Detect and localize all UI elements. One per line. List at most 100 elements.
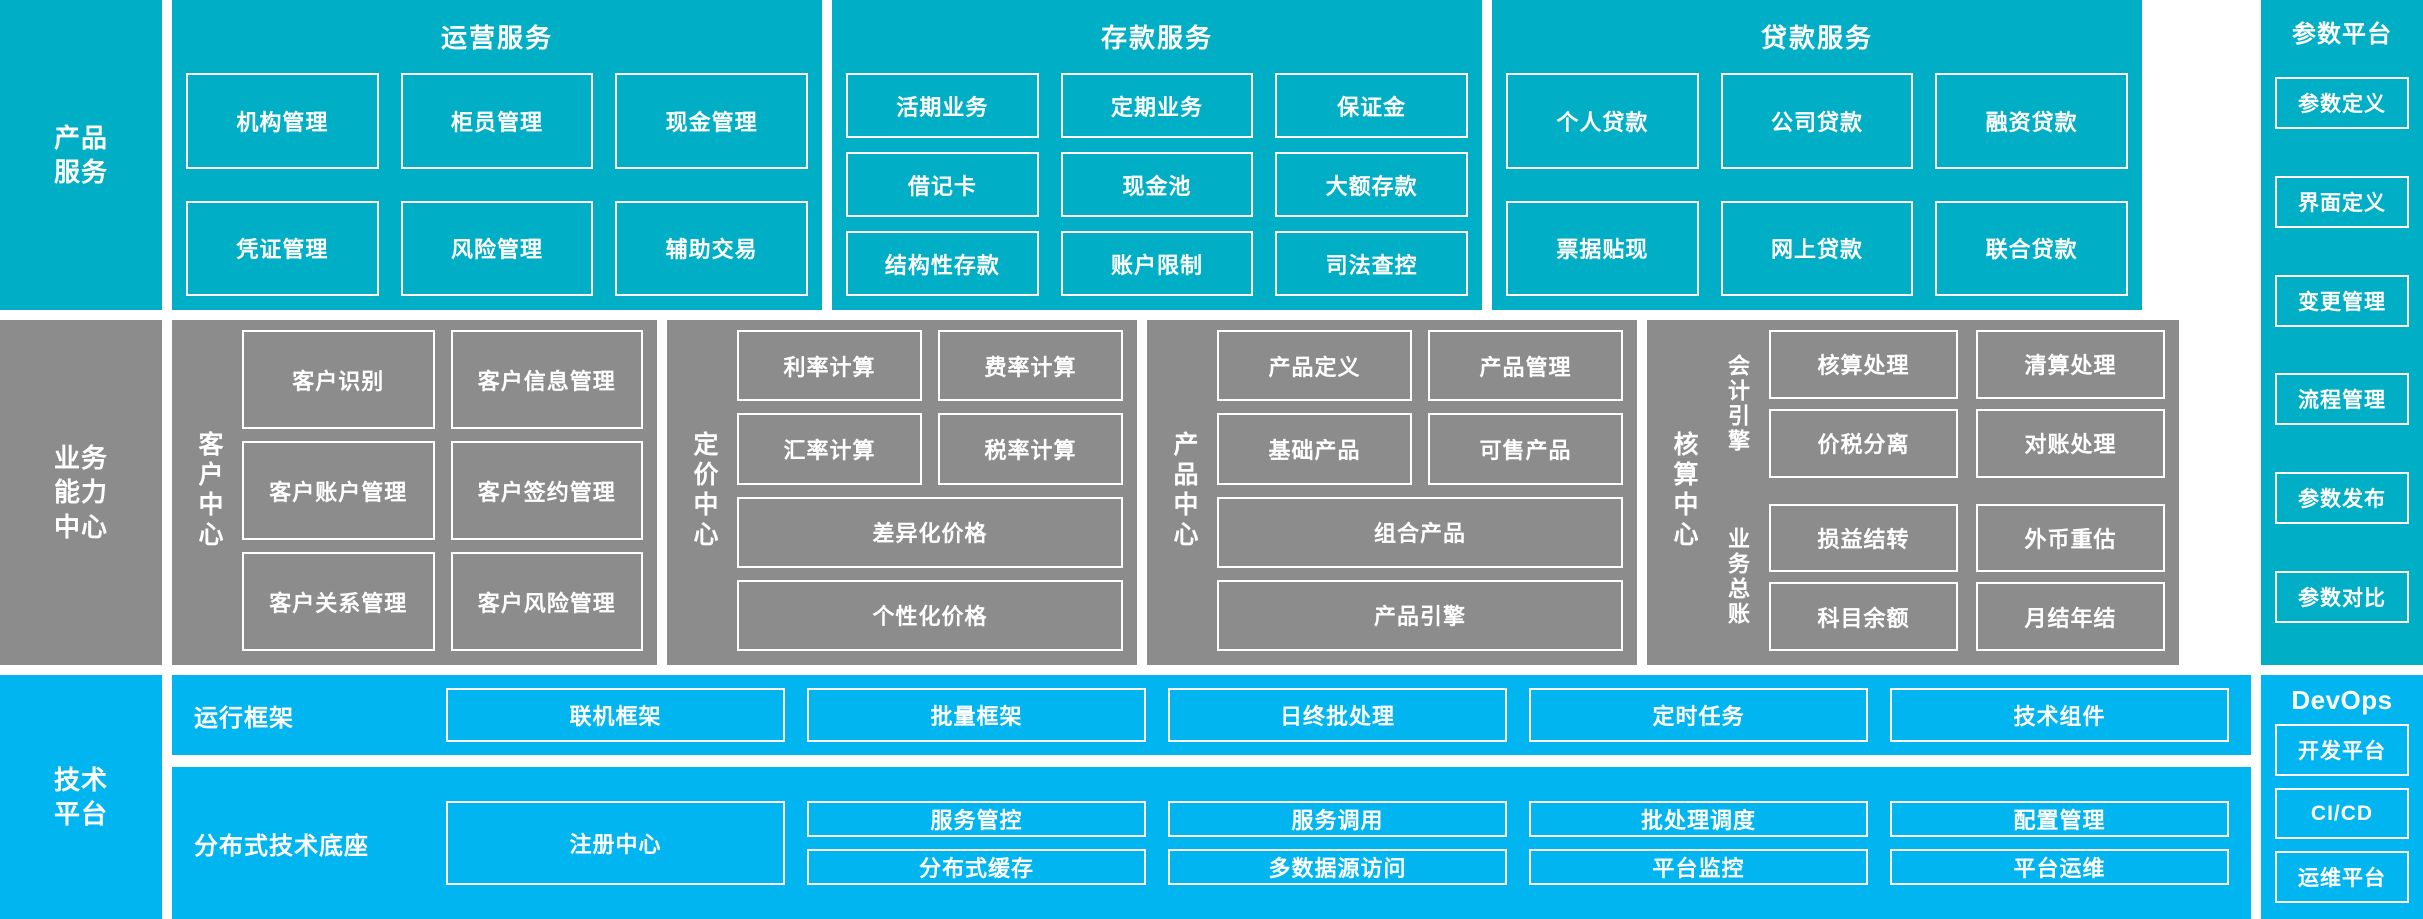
- parameter-platform-list: 参数定义 界面定义 变更管理 流程管理 参数发布 参数对比: [2275, 49, 2409, 651]
- capability-item-month-year-close[interactable]: 月结年结: [1976, 582, 2165, 651]
- service-item-account-restriction[interactable]: 账户限制: [1060, 231, 1254, 296]
- rail-product-services: 产品 服务: [0, 0, 162, 310]
- customer-row-3: 客户关系管理 客户风险管理: [242, 552, 643, 651]
- capability-item-fx-revaluation[interactable]: 外币重估: [1976, 503, 2165, 573]
- service-item-bill-discount[interactable]: 票据贴现: [1506, 200, 1699, 296]
- param-item-definition[interactable]: 参数定义: [2275, 77, 2409, 130]
- accounting-subgroup-engine: 会计引擎 核算处理 清算处理 价税分离 对账处理: [1717, 330, 2165, 478]
- tech-item-eod-batch[interactable]: 日终批处理: [1168, 688, 1507, 742]
- service-item-syndicated-loan[interactable]: 联合贷款: [1935, 200, 2128, 296]
- capability-item-fee-rate-calc[interactable]: 费率计算: [938, 330, 1123, 402]
- group-operation-services-title: 运营服务: [440, 23, 553, 53]
- rail-product-services-label: 产品 服务: [53, 122, 108, 187]
- capability-item-tax-rate-calc[interactable]: 税率计算: [938, 413, 1123, 485]
- capability-item-personalized-price[interactable]: 个性化价格: [737, 579, 1123, 651]
- capability-item-exchange-rate-calc[interactable]: 汇率计算: [737, 413, 922, 485]
- center-pricing-label: 定价中心: [690, 430, 718, 551]
- tech-item-registry-center[interactable]: 注册中心: [446, 801, 785, 885]
- capability-item-sellable-product[interactable]: 可售产品: [1428, 413, 1623, 485]
- service-item-cash-pool[interactable]: 现金池: [1060, 152, 1254, 217]
- service-item-demand-deposit[interactable]: 活期业务: [846, 73, 1039, 138]
- capability-item-interest-rate-calc[interactable]: 利率计算: [737, 330, 922, 402]
- tech-item-distributed-cache[interactable]: 分布式缓存: [807, 849, 1146, 885]
- devops-item-dev-platform[interactable]: 开发平台: [2275, 724, 2409, 776]
- registry-center-wrap: 注册中心: [446, 801, 785, 885]
- tech-item-multi-datasource[interactable]: 多数据源访问: [1168, 849, 1507, 885]
- service-item-large-deposit[interactable]: 大额存款: [1275, 152, 1468, 217]
- center-customer-label: 客户中心: [195, 430, 223, 551]
- capability-item-product-definition[interactable]: 产品定义: [1217, 330, 1412, 402]
- capability-item-settlement-process[interactable]: 清算处理: [1976, 330, 2165, 399]
- tech-item-tech-component[interactable]: 技术组件: [1890, 688, 2229, 742]
- service-item-time-deposit[interactable]: 定期业务: [1060, 73, 1254, 138]
- param-item-compare[interactable]: 参数对比: [2275, 570, 2409, 623]
- service-item-voucher-management[interactable]: 凭证管理: [186, 200, 379, 296]
- base-column-1: 服务管控 分布式缓存: [807, 801, 1146, 885]
- runtime-framework-label: 运行框架: [194, 704, 294, 732]
- accounting-subgroup-ledger: 业务总账 损益结转 外币重估 科目余额 月结年结: [1717, 503, 2165, 651]
- capability-item-customer-risk-mgmt[interactable]: 客户风险管理: [450, 552, 643, 651]
- service-item-structured-deposit[interactable]: 结构性存款: [846, 231, 1039, 296]
- capability-item-customer-identify[interactable]: 客户识别: [242, 330, 435, 429]
- service-item-risk-management[interactable]: 风险管理: [400, 200, 594, 296]
- tech-item-batch-framework[interactable]: 批量框架: [807, 688, 1146, 742]
- capability-item-reconciliation[interactable]: 对账处理: [1976, 408, 2165, 478]
- capability-item-customer-info-mgmt[interactable]: 客户信息管理: [450, 330, 643, 429]
- service-item-financing-loan[interactable]: 融资贷款: [1935, 73, 2128, 169]
- service-item-online-loan[interactable]: 网上贷款: [1720, 200, 1914, 296]
- tech-item-scheduled-task[interactable]: 定时任务: [1529, 688, 1868, 742]
- parameter-platform-title: 参数平台: [2292, 21, 2392, 48]
- tech-item-service-governance[interactable]: 服务管控: [807, 801, 1146, 837]
- service-item-corporate-loan[interactable]: 公司贷款: [1720, 73, 1914, 169]
- capability-item-customer-relation-mgmt[interactable]: 客户关系管理: [242, 552, 435, 651]
- group-loan-services: 贷款服务 个人贷款 公司贷款 融资贷款 票据贴现 网上贷款 联合贷款: [1492, 0, 2142, 310]
- devops-list: 开发平台 CI/CD 运维平台: [2275, 724, 2409, 907]
- devops-item-ops-platform[interactable]: 运维平台: [2275, 851, 2409, 904]
- param-item-change-mgmt[interactable]: 变更管理: [2275, 274, 2409, 327]
- deposit-services-grid: 活期业务 定期业务 保证金 借记卡 现金池 大额存款 结构性存款 账户限制 司法…: [846, 73, 1468, 296]
- tech-item-platform-ops[interactable]: 平台运维: [1890, 849, 2229, 885]
- capability-item-customer-account-mgmt[interactable]: 客户账户管理: [242, 441, 435, 540]
- operation-services-grid: 机构管理 柜员管理 现金管理 凭证管理 风险管理 辅助交易: [186, 73, 808, 296]
- capability-item-customer-contract-mgmt[interactable]: 客户签约管理: [450, 441, 643, 540]
- pricing-row-1: 利率计算 费率计算: [737, 330, 1123, 402]
- base-column-2: 服务调用 多数据源访问: [1168, 801, 1507, 885]
- param-item-process-mgmt[interactable]: 流程管理: [2275, 373, 2409, 426]
- business-capability-band: 业务 能力 中心 客户中心 客户识别 客户信息管理 客户账户管理 客户签约管理 …: [0, 320, 2423, 665]
- tech-item-config-management[interactable]: 配置管理: [1890, 801, 2229, 837]
- group-operation-services: 运营服务 机构管理 柜员管理 现金管理 凭证管理 风险管理 辅助交易: [172, 0, 822, 310]
- center-product-label: 产品中心: [1170, 430, 1198, 551]
- capability-item-composite-product[interactable]: 组合产品: [1217, 496, 1623, 568]
- runtime-framework-row: 运行框架 联机框架 批量框架 日终批处理 定时任务 技术组件: [172, 675, 2251, 755]
- capability-item-accounting-process[interactable]: 核算处理: [1769, 330, 1958, 399]
- center-pricing: 定价中心 利率计算 费率计算 汇率计算 税率计算 差异化价格 个性化价格: [667, 320, 1137, 665]
- capability-item-price-tax-separation[interactable]: 价税分离: [1769, 408, 1958, 478]
- pricing-row-3: 差异化价格: [737, 496, 1123, 568]
- center-customer-body: 客户识别 客户信息管理 客户账户管理 客户签约管理 客户关系管理 客户风险管理: [242, 330, 643, 651]
- service-item-auxiliary-trade[interactable]: 辅助交易: [615, 200, 808, 296]
- tech-item-online-framework[interactable]: 联机框架: [446, 688, 785, 742]
- capability-item-differential-price[interactable]: 差异化价格: [737, 496, 1123, 568]
- base-column-4: 配置管理 平台运维: [1890, 801, 2229, 885]
- tech-item-service-invocation[interactable]: 服务调用: [1168, 801, 1507, 837]
- tech-item-platform-monitor[interactable]: 平台监控: [1529, 849, 1868, 885]
- capability-item-basic-product[interactable]: 基础产品: [1217, 413, 1412, 485]
- param-item-ui-definition[interactable]: 界面定义: [2275, 175, 2409, 228]
- tech-item-batch-scheduling[interactable]: 批处理调度: [1529, 801, 1868, 837]
- service-item-margin-deposit[interactable]: 保证金: [1275, 73, 1468, 138]
- service-item-judicial-control[interactable]: 司法查控: [1275, 231, 1468, 296]
- service-item-teller-management[interactable]: 柜员管理: [400, 73, 594, 169]
- rail-business-capability: 业务 能力 中心: [0, 320, 162, 665]
- product-row-1: 产品定义 产品管理: [1217, 330, 1623, 402]
- service-item-debit-card[interactable]: 借记卡: [846, 152, 1039, 217]
- capability-item-product-management[interactable]: 产品管理: [1428, 330, 1623, 402]
- rail-business-capability-label: 业务 能力 中心: [53, 443, 108, 542]
- service-item-cash-management[interactable]: 现金管理: [615, 73, 808, 169]
- capability-item-product-engine[interactable]: 产品引擎: [1217, 579, 1623, 651]
- capability-item-pl-carryover[interactable]: 损益结转: [1769, 503, 1958, 573]
- service-item-org-management[interactable]: 机构管理: [186, 73, 379, 169]
- capability-item-account-balance[interactable]: 科目余额: [1769, 582, 1958, 651]
- param-item-publish[interactable]: 参数发布: [2275, 471, 2409, 524]
- service-item-personal-loan[interactable]: 个人贷款: [1506, 73, 1699, 169]
- devops-item-cicd[interactable]: CI/CD: [2275, 787, 2409, 840]
